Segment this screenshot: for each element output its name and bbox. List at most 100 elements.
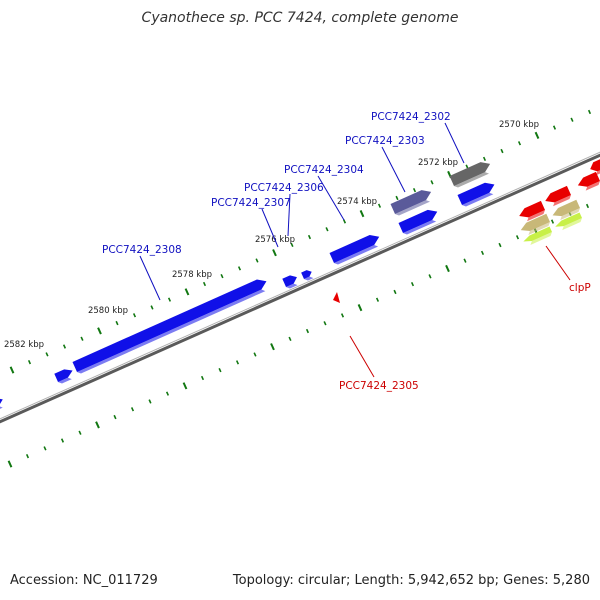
outer-tick xyxy=(97,327,102,335)
outer-tick xyxy=(115,320,119,326)
inner-tick xyxy=(270,343,275,351)
outer-tick xyxy=(307,234,312,240)
gene-label-PCC7424_2302[interactable]: PCC7424_2302 xyxy=(371,111,451,123)
gene-callouts[interactable]: PCC7424_2302PCC7424_2303PCC7424_2304PCC7… xyxy=(102,111,591,392)
callout-line-clpP xyxy=(545,245,571,281)
gene-label-PCC7424_2304[interactable]: PCC7424_2304 xyxy=(284,164,364,176)
outer-tick xyxy=(359,209,365,218)
inner-tick xyxy=(43,446,47,451)
gene-label-PCC7424_2305[interactable]: PCC7424_2305 xyxy=(339,380,419,392)
kbp-label: 2580 kbp xyxy=(88,306,128,316)
inner-tick xyxy=(218,368,222,373)
genome-title: Cyanothece sp. PCC 7424, complete genome xyxy=(141,10,459,26)
outer-tick xyxy=(342,219,347,224)
inner-tick xyxy=(130,407,135,412)
callout-line-PCC7424_2302 xyxy=(444,122,465,164)
inner-tick xyxy=(60,438,65,443)
outer-tick xyxy=(587,109,592,115)
gene-edge-left[interactable] xyxy=(0,398,3,412)
outer-tick xyxy=(412,187,417,193)
outer-tick xyxy=(150,305,154,310)
inner-tick xyxy=(305,328,310,334)
gene-label-PCC7424_2307[interactable]: PCC7424_2307 xyxy=(211,197,291,209)
gene-lime-2[interactable] xyxy=(555,212,582,231)
inner-tick xyxy=(288,336,292,342)
inner-tick xyxy=(165,391,170,396)
gene-forward-right[interactable] xyxy=(457,182,495,207)
gene-PCC7424_2308[interactable] xyxy=(72,279,267,374)
outer-tick xyxy=(80,336,84,341)
gene-khaki-2[interactable] xyxy=(552,199,580,221)
gene-features[interactable] xyxy=(0,159,600,412)
outer-tick xyxy=(517,141,522,146)
inner-tick xyxy=(375,297,380,302)
gene-red-1[interactable] xyxy=(519,200,545,222)
inner-tick xyxy=(7,460,13,468)
inner-tick xyxy=(515,235,520,240)
gene-label-PCC7424_2303[interactable]: PCC7424_2303 xyxy=(345,135,425,147)
topology-text: Topology: circular; Length: 5,942,652 bp… xyxy=(232,573,590,588)
callout-line-PCC7424_2307 xyxy=(261,208,279,248)
inner-tick xyxy=(235,360,240,365)
inner-tick-track xyxy=(7,203,590,468)
gene-PCC7424_2303b[interactable] xyxy=(398,209,438,235)
gene-clpP[interactable] xyxy=(523,226,552,245)
outer-tick-track xyxy=(9,109,592,374)
gene-label-PCC7424_2308[interactable]: PCC7424_2308 xyxy=(102,244,182,256)
outer-tick xyxy=(220,274,224,279)
gene-PCC7424_2307[interactable] xyxy=(282,275,298,289)
inner-tick xyxy=(445,264,450,273)
gene-red-2[interactable] xyxy=(545,185,571,207)
outer-tick xyxy=(552,125,557,130)
inner-tick xyxy=(200,375,205,381)
inner-tick xyxy=(393,289,397,295)
inner-tick xyxy=(480,250,485,256)
outer-tick xyxy=(184,288,190,296)
inner-tick xyxy=(95,421,100,429)
callout-line-PCC7424_2304 xyxy=(317,175,345,221)
callout-line-PCC7424_2305 xyxy=(349,335,375,378)
kbp-label: 2578 kbp xyxy=(172,270,212,280)
kbp-label: 2572 kbp xyxy=(418,158,458,168)
outer-tick xyxy=(500,148,504,154)
inner-tick xyxy=(253,352,257,357)
gene-label-clpP[interactable]: clpP xyxy=(569,282,591,294)
callout-line-PCC7424_2308 xyxy=(139,255,161,301)
kbp-label: 2574 kbp xyxy=(337,197,377,207)
gene-PCC7424_2306[interactable] xyxy=(301,270,314,281)
outer-tick xyxy=(255,258,259,263)
inner-tick xyxy=(410,281,415,287)
genome-backbone xyxy=(0,151,600,424)
outer-tick xyxy=(9,366,15,374)
callout-line-PCC7424_2303 xyxy=(381,146,406,193)
outer-tick xyxy=(377,203,382,208)
gene-red-4[interactable] xyxy=(590,159,600,176)
outer-tick xyxy=(62,344,67,349)
gene-khaki-1[interactable] xyxy=(520,213,550,235)
accession-text: Accession: NC_011729 xyxy=(10,573,158,588)
inner-tick xyxy=(357,303,363,312)
outer-tick xyxy=(534,131,540,140)
gene-PCC7424_2304[interactable] xyxy=(329,234,380,265)
inner-tick xyxy=(428,274,432,279)
gene-PCC7424_2302[interactable] xyxy=(449,162,491,188)
inner-tick xyxy=(463,258,467,263)
outer-tick xyxy=(395,195,399,201)
inner-tick xyxy=(550,219,555,224)
gene-label-PCC7424_2306[interactable]: PCC7424_2306 xyxy=(244,182,324,194)
outer-tick xyxy=(132,313,137,318)
inner-tick xyxy=(148,399,152,404)
outer-tick xyxy=(272,249,277,257)
gene-PCC7424_2303[interactable] xyxy=(390,190,432,216)
inner-tick xyxy=(585,203,590,209)
inner-tick xyxy=(182,382,188,390)
gene-PCC7424_2305[interactable] xyxy=(333,292,340,303)
inner-tick xyxy=(498,242,502,248)
outer-tick xyxy=(202,281,207,287)
inner-tick xyxy=(323,321,327,326)
gene-red-3[interactable] xyxy=(577,171,600,191)
gene-small-left[interactable] xyxy=(54,369,73,384)
outer-tick xyxy=(482,156,487,162)
